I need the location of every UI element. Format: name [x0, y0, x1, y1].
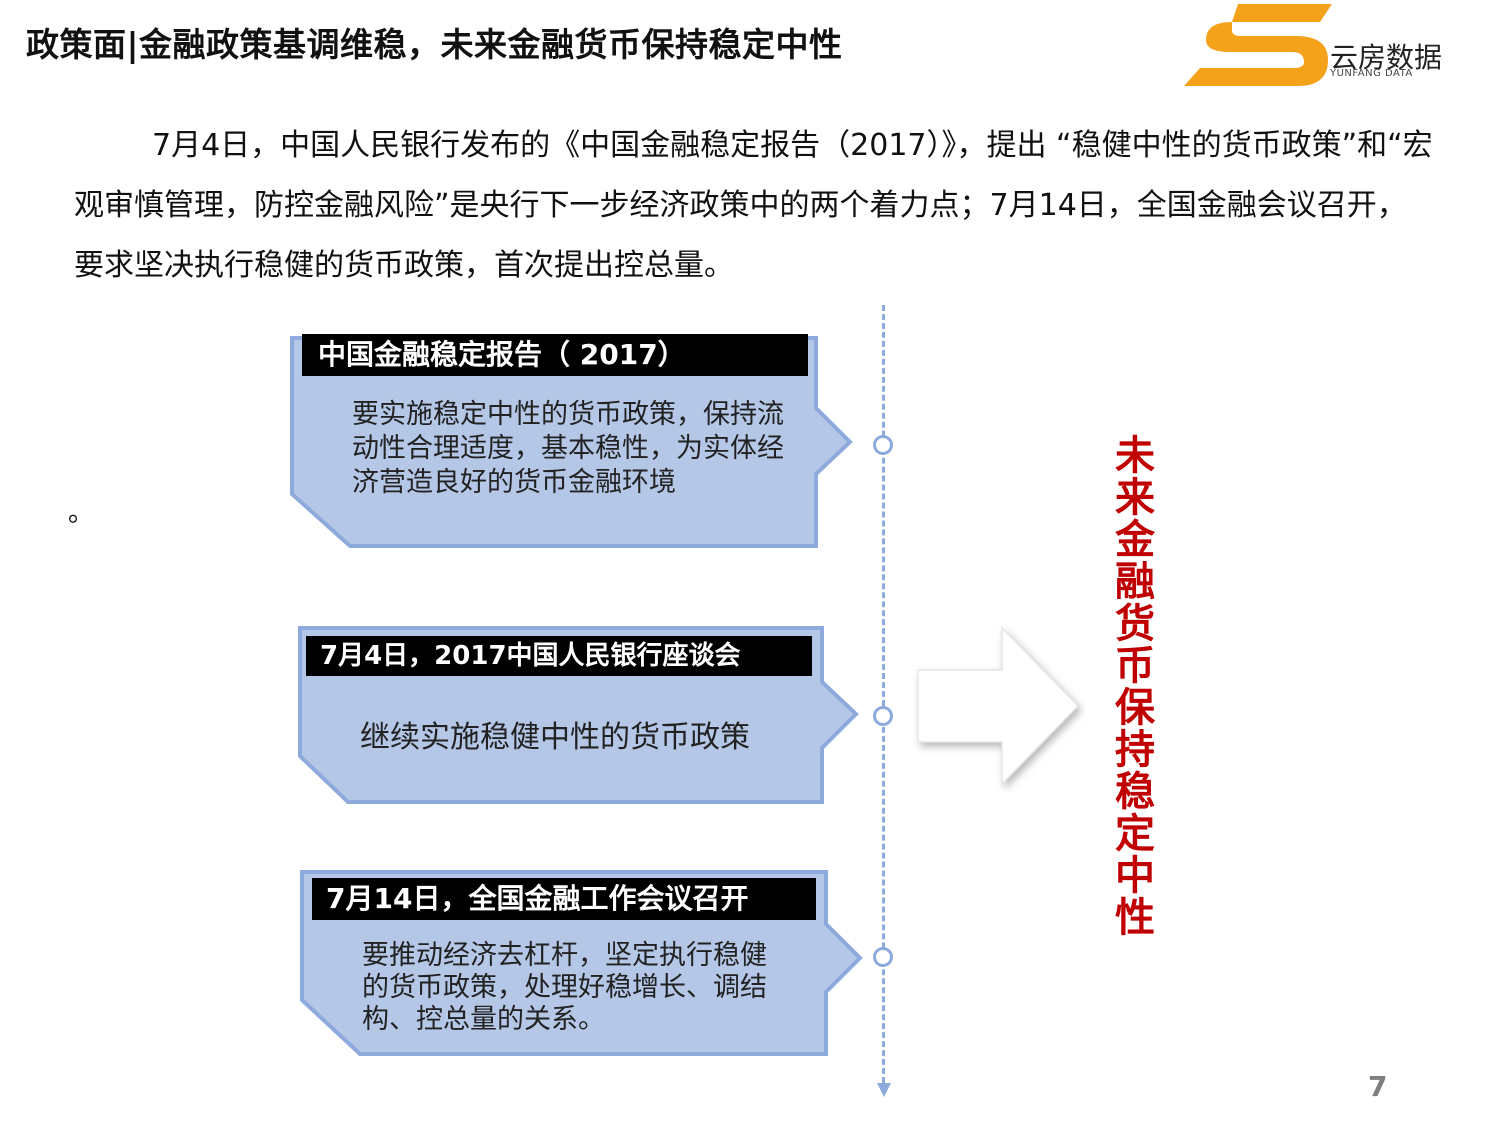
timeline [874, 305, 894, 1105]
timeline-node-1 [873, 435, 893, 455]
stray-punctuation: 。 [68, 498, 95, 528]
timeline-node-3 [873, 947, 893, 967]
logo-text-en: YUNFANG DATA [1330, 68, 1413, 79]
event-body-2: 继续实施稳健中性的货币政策 [360, 720, 750, 755]
event-title-3: 7月14日，全国金融工作会议召开 [312, 878, 816, 920]
conclusion-text: 未来金融货币保持稳定中性 [1115, 433, 1155, 941]
callout-shape [290, 336, 853, 548]
page-title: 政策面|金融政策基调维稳，未来金融货币保持稳定中性 [26, 25, 843, 64]
event-title-2: 7月4日，2017中国人民银行座谈会 [306, 636, 812, 676]
logo-text-cn: 云房数据 [1330, 41, 1443, 74]
event-title-1: 中国金融稳定报告（ 2017） [302, 334, 808, 376]
yunfang-logo-icon [1180, 2, 1340, 91]
event-body-1: 要实施稳定中性的货币政策，保持流动性合理适度，基本稳性，为实体经济营造良好的货币… [352, 399, 784, 498]
right-arrow-icon [910, 622, 1090, 796]
intro-paragraph: 7月4日，中国人民银行发布的《中国金融稳定报告（2017）》，提出 “稳健中性的… [74, 128, 1433, 283]
timeline-dashed-line [882, 305, 885, 1083]
timeline-node-2 [873, 706, 893, 726]
page-number: 7 [1368, 1070, 1388, 1103]
event-body-3: 要推动经济去杠杆，坚定执行稳健的货币政策，处理好稳增长、调结构、控总量的关系。 [362, 940, 767, 1035]
timeline-arrow-icon [877, 1083, 891, 1097]
